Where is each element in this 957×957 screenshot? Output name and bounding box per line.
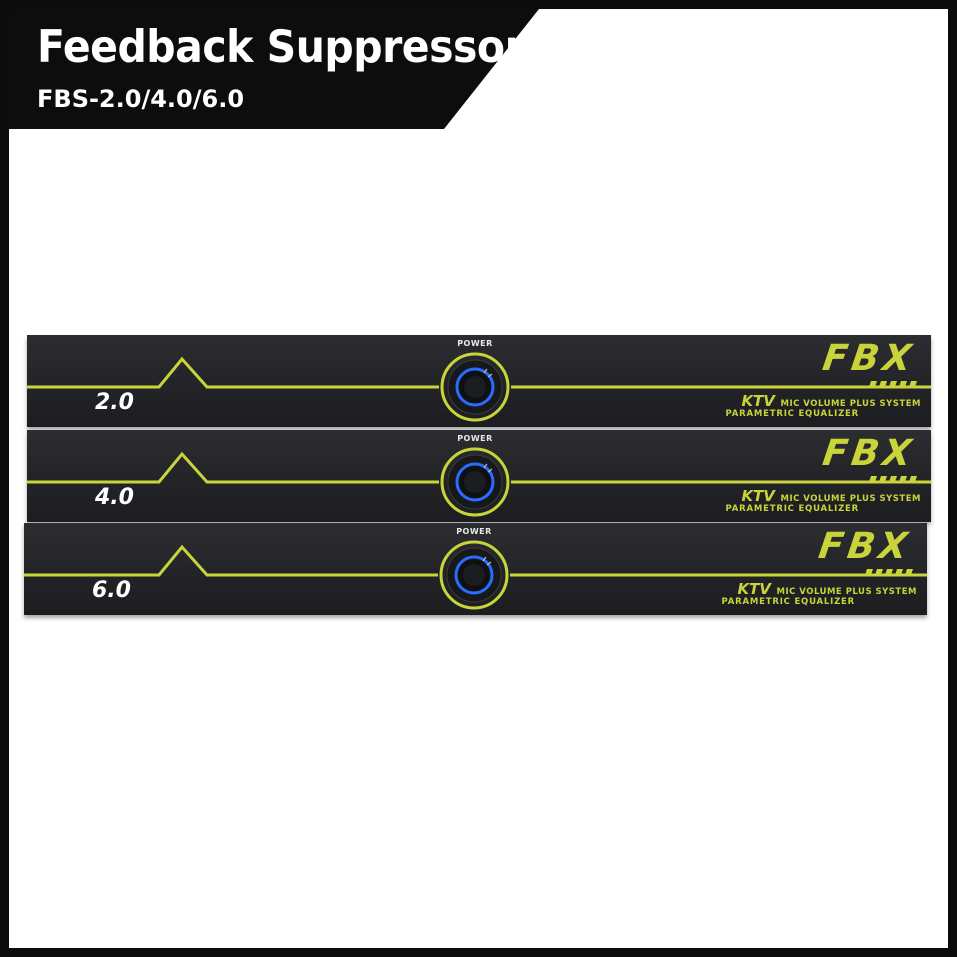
stripes-icon (869, 381, 917, 387)
ktv-text: KTV (741, 392, 775, 410)
product-canvas: Feedback Suppressor FBS-2.0/4.0/6.0 2.0 … (9, 9, 948, 948)
eq-text: PARAMETRIC EQUALIZER (725, 504, 859, 514)
tagline-text: MIC VOLUME PLUS SYSTEM (776, 587, 917, 597)
ktv-line: KTV MIC VOLUME PLUS SYSTEM (741, 486, 921, 505)
brand-logo: FBX (820, 433, 918, 474)
power-label: POWER (456, 527, 492, 536)
banner-subtitle: FBS-2.0/4.0/6.0 (37, 85, 245, 113)
ktv-line: KTV MIC VOLUME PLUS SYSTEM (737, 579, 917, 598)
power-button[interactable] (440, 447, 510, 517)
power-label: POWER (457, 434, 493, 443)
signal-trace-icon (27, 451, 931, 484)
model-label: 2.0 (95, 390, 134, 415)
brand-logo: FBX (820, 338, 918, 379)
banner-title: Feedback Suppressor (37, 21, 525, 73)
power-button[interactable] (440, 352, 510, 422)
power-button[interactable] (439, 540, 509, 610)
stripes-icon (869, 476, 917, 482)
ktv-line: KTV MIC VOLUME PLUS SYSTEM (741, 391, 921, 410)
rack-unit-6-0: 6.0 POWER FBX KTV MIC VOLUME PLUS SYST (24, 523, 927, 615)
signal-trace-icon (27, 356, 931, 389)
ktv-text: KTV (741, 487, 775, 505)
stripes-icon (865, 569, 913, 575)
power-label: POWER (457, 339, 493, 348)
signal-trace-icon (24, 544, 927, 577)
model-label: 6.0 (92, 578, 131, 603)
model-label: 4.0 (95, 485, 134, 510)
brand-logo: FBX (816, 526, 914, 567)
rack-unit-4-0: 4.0 POWER FBX KTV MIC VOLUME PLUS SYST (27, 430, 931, 522)
ktv-text: KTV (737, 580, 771, 598)
tagline-text: MIC VOLUME PLUS SYSTEM (780, 399, 921, 409)
title-banner: Feedback Suppressor FBS-2.0/4.0/6.0 (9, 9, 549, 144)
rack-unit-2-0: 2.0 POWER FBX KTV MIC VOLUME PLUS SYST (27, 335, 931, 427)
tagline-text: MIC VOLUME PLUS SYSTEM (780, 494, 921, 504)
eq-text: PARAMETRIC EQUALIZER (725, 409, 859, 419)
eq-text: PARAMETRIC EQUALIZER (721, 597, 855, 607)
